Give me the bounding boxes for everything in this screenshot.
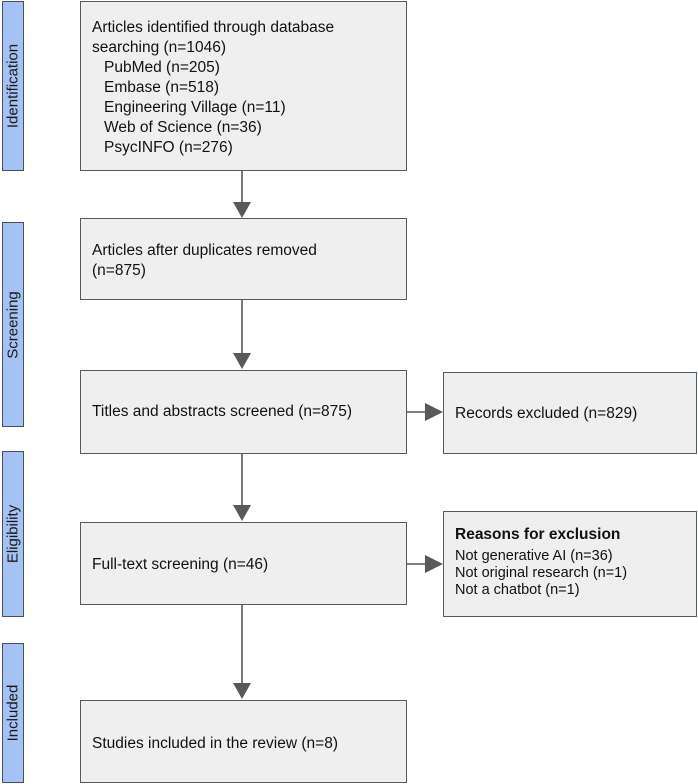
phase-eligibility: Eligibility xyxy=(2,451,24,617)
source-web-of-science: Web of Science (n=36) xyxy=(104,119,262,136)
arrowhead-to-duplicates xyxy=(233,202,251,218)
exclusion-reasons-title: Reasons for exclusion xyxy=(455,526,621,543)
arrowhead-to-included xyxy=(233,683,251,699)
source-embase: Embase (n=518) xyxy=(104,79,220,96)
duplicates-removed-box: Articles after duplicates removed (n=875… xyxy=(80,218,407,300)
titles-screened-box: Titles and abstracts screened (n=875) xyxy=(80,370,407,454)
phase-screening: Screening xyxy=(2,222,24,427)
source-psycinfo: PsycINFO (n=276) xyxy=(104,139,233,156)
phase-included: Included xyxy=(2,643,24,783)
fulltext-screening-text: Full-text screening (n=46) xyxy=(92,556,269,573)
exclusion-reason-item: Not original research (n=1) xyxy=(455,565,628,581)
arrowhead-to-excluded xyxy=(425,403,443,421)
fulltext-screening-box: Full-text screening (n=46) xyxy=(80,522,407,605)
identification-title-line1: Articles identified through database xyxy=(92,19,335,36)
arrowhead-to-titles xyxy=(233,353,251,369)
identification-box: Articles identified through database sea… xyxy=(80,1,407,171)
exclusion-reasons-box: Reasons for exclusion Not generative AI … xyxy=(443,511,697,617)
included-studies-box: Studies included in the review (n=8) xyxy=(80,700,407,783)
exclusion-reason-item: Not a chatbot (n=1) xyxy=(455,582,580,598)
source-engineering-village: Engineering Village (n=11) xyxy=(104,99,286,116)
source-pubmed: PubMed (n=205) xyxy=(104,59,220,76)
titles-screened-text: Titles and abstracts screened (n=875) xyxy=(92,403,353,420)
duplicates-line1: Articles after duplicates removed xyxy=(92,242,317,259)
records-excluded-box: Records excluded (n=829) xyxy=(443,372,697,454)
included-studies-text: Studies included in the review (n=8) xyxy=(92,735,338,752)
arrowhead-to-reasons xyxy=(425,555,443,573)
exclusion-reason-item: Not generative AI (n=36) xyxy=(455,548,613,564)
identification-title-line2: searching (n=1046) xyxy=(92,39,226,56)
arrowhead-to-fulltext xyxy=(233,505,251,521)
records-excluded-text: Records excluded (n=829) xyxy=(455,405,638,422)
phase-identification: Identification xyxy=(2,1,24,171)
duplicates-line2: (n=875) xyxy=(92,262,146,279)
